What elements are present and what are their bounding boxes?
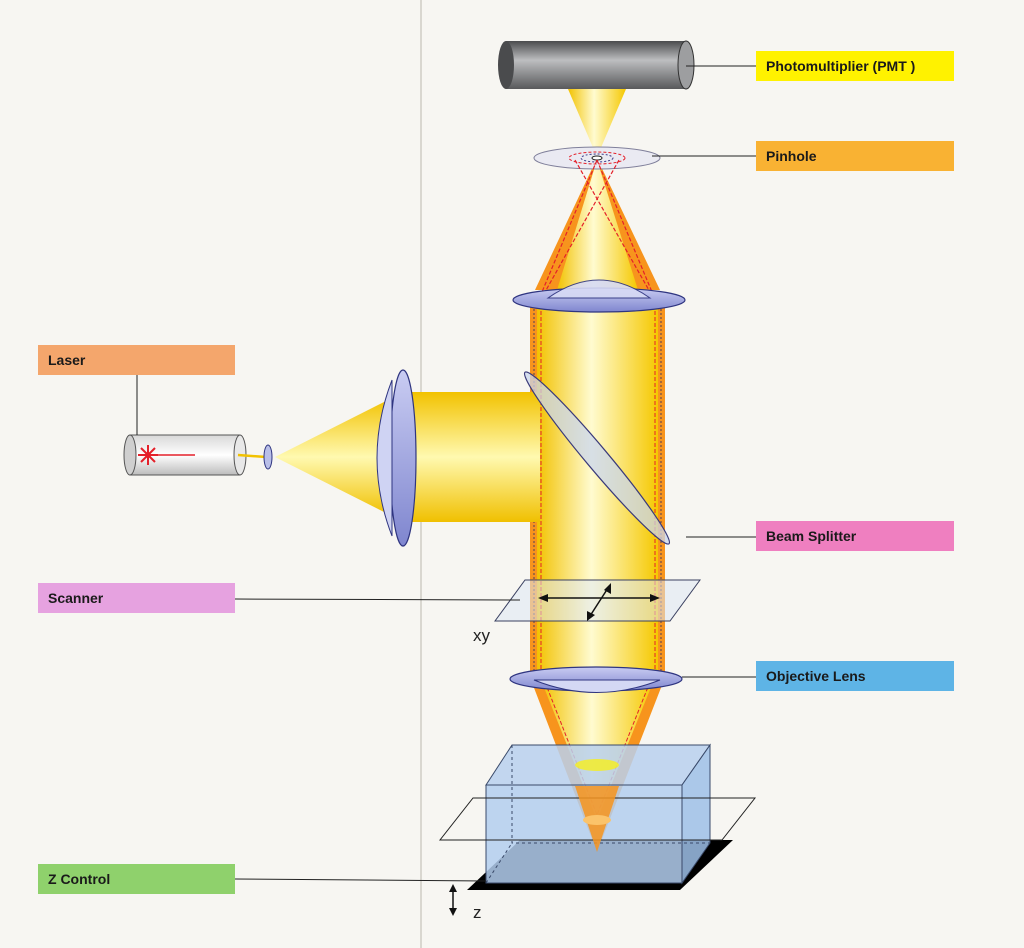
small-lens: [263, 444, 273, 470]
pinhole-label: Pinhole: [756, 141, 954, 171]
xy-axis-label: xy: [473, 626, 490, 645]
upper-rays: [541, 159, 653, 293]
z-axis-label: z: [473, 903, 482, 922]
expansion-cone: [275, 398, 392, 516]
beam-splitter: [523, 371, 671, 545]
laser-label: Laser: [38, 345, 235, 375]
scanner-plane: [494, 579, 701, 622]
objective-lens: [509, 666, 683, 693]
pinhole-plate: [533, 146, 661, 170]
specimen: [438, 743, 757, 890]
scanner-label: Scanner: [38, 583, 235, 613]
detector-cone: [568, 89, 626, 157]
z-control-label: Z Control: [38, 864, 235, 894]
tube-lens: [512, 279, 686, 313]
z-arrow-icon: [449, 884, 457, 916]
laser-source: [123, 434, 247, 476]
objective-lens-label: Objective Lens: [756, 661, 954, 691]
photomultiplier-tube: [498, 40, 695, 90]
beam-splitter-label: Beam Splitter: [756, 521, 954, 551]
horizontal-beam: [405, 392, 540, 522]
leader-lines: [136, 65, 756, 882]
photomultiplier-label: Photomultiplier (PMT ): [756, 51, 954, 81]
collimating-lens: [376, 369, 417, 547]
